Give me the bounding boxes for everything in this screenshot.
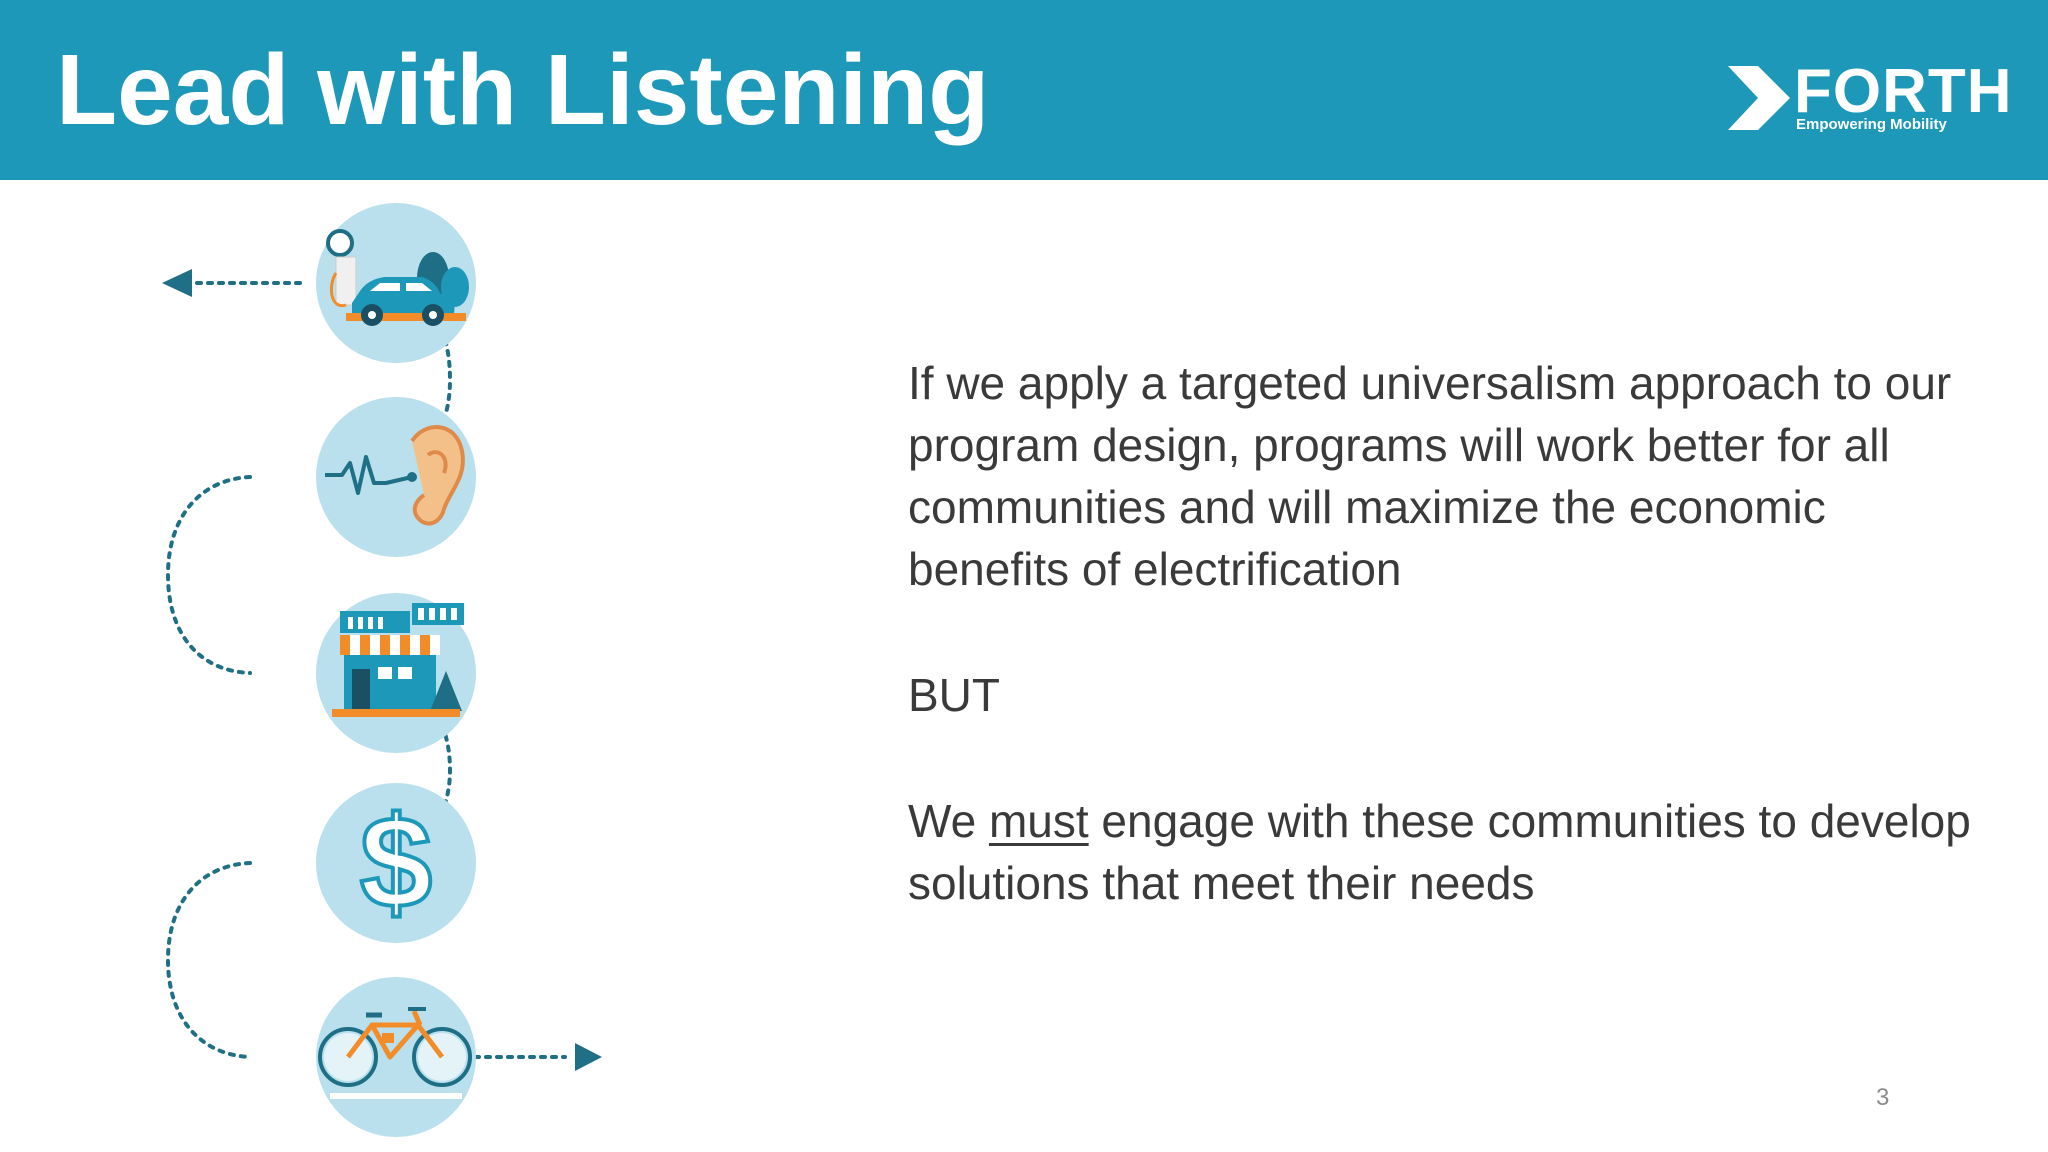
forth-logo: FORTH Empowering Mobility <box>1728 60 2012 140</box>
electric-car-charging-icon <box>316 203 476 363</box>
paragraph-2-prefix: We <box>908 795 989 847</box>
storefront-icon <box>316 593 476 753</box>
body-paragraph-2: We must engage with these communities to… <box>908 790 1988 914</box>
dollar-sign-icon: $ <box>316 783 476 943</box>
journey-illustration: $ <box>162 203 602 1137</box>
slide-body: If we apply a targeted universalism appr… <box>908 352 1988 914</box>
svg-text:$: $ <box>360 789 432 935</box>
logo-tagline: Empowering Mobility <box>1796 116 1947 133</box>
body-paragraph-1: If we apply a targeted universalism appr… <box>908 357 1952 595</box>
slide-title: Lead with Listening <box>56 34 990 146</box>
title-bar: Lead with Listening FORTH Empowering Mob… <box>0 0 2048 180</box>
chevron-right-icon <box>1728 66 1790 130</box>
arrow-left-icon <box>162 269 192 297</box>
ear-listening-icon <box>316 397 476 557</box>
but-label: BUT <box>908 669 1000 721</box>
bicycle-icon <box>316 977 476 1137</box>
arrow-right-icon <box>575 1043 602 1071</box>
logo-wordmark: FORTH <box>1794 57 2013 126</box>
page-number: 3 <box>1876 1084 1890 1111</box>
paragraph-2-suffix: engage with these communities to develop… <box>908 795 1971 909</box>
emphasis-must: must <box>988 795 1089 847</box>
